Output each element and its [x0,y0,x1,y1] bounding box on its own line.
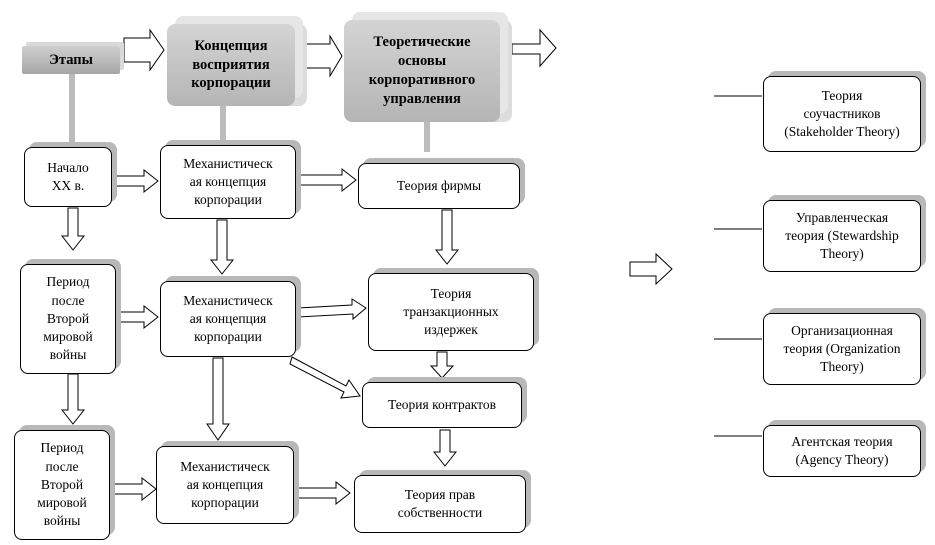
arrow-down-s1 [60,207,86,251]
arrow-down-s2 [60,373,86,425]
concept-header: Концепция восприятия корпорации [167,24,295,106]
stages-connector [69,74,75,146]
arrow-r1-b [297,167,357,193]
header-arrow-3 [511,28,557,68]
arrow-to-theories [629,252,673,286]
theory-stakeholder: Теория соучастников (Stakeholder Theory) [763,76,921,152]
arrow-r3-b [295,480,351,506]
foundation-firm: Теория фирмы [358,163,520,209]
header-arrow-2 [305,34,343,78]
arrow-diagonal [289,356,361,399]
arrow-down-f2 [429,351,455,379]
stage-box-2: Период после Второй мировой войны [20,264,116,374]
arrow-r2-a [115,304,159,330]
foundations-connector [424,122,430,152]
concept-box-3: Механистическ ая концепция корпорации [156,446,294,524]
theory-agency: Агентская теория (Agency Theory) [763,425,921,477]
theory-organization: Организационная теория (Organization The… [763,313,921,385]
theory-stewardship: Управленческая теория (Stewardship Theor… [763,200,921,272]
concept-box-2: Механистическ ая концепция корпорации [160,281,296,357]
arrow-down-f3 [432,429,458,467]
arrow-down-c2 [206,357,230,441]
arrow-down-f1 [434,209,460,265]
header-arrow-1 [123,28,165,72]
concept-connector [220,106,226,142]
arrow-r2-b [297,298,367,321]
stage-box-1: Начало XX в. [24,147,112,207]
concept-box-1: Механистическ ая концепция корпорации [160,145,296,219]
foundation-contracts: Теория контрактов [362,382,522,428]
foundation-property: Теория прав собственности [354,475,526,533]
arrow-r3-a [111,476,157,502]
arrow-down-c1 [209,219,235,275]
foundation-transaction: Теория транзакционных издержек [368,273,534,351]
stage-box-3: Период после Второй мировой войны [14,430,110,540]
arrow-r1-a [115,168,159,194]
stages-header: Этапы [22,46,120,74]
foundations-header: Теоретические основы корпоративного упра… [344,20,500,122]
